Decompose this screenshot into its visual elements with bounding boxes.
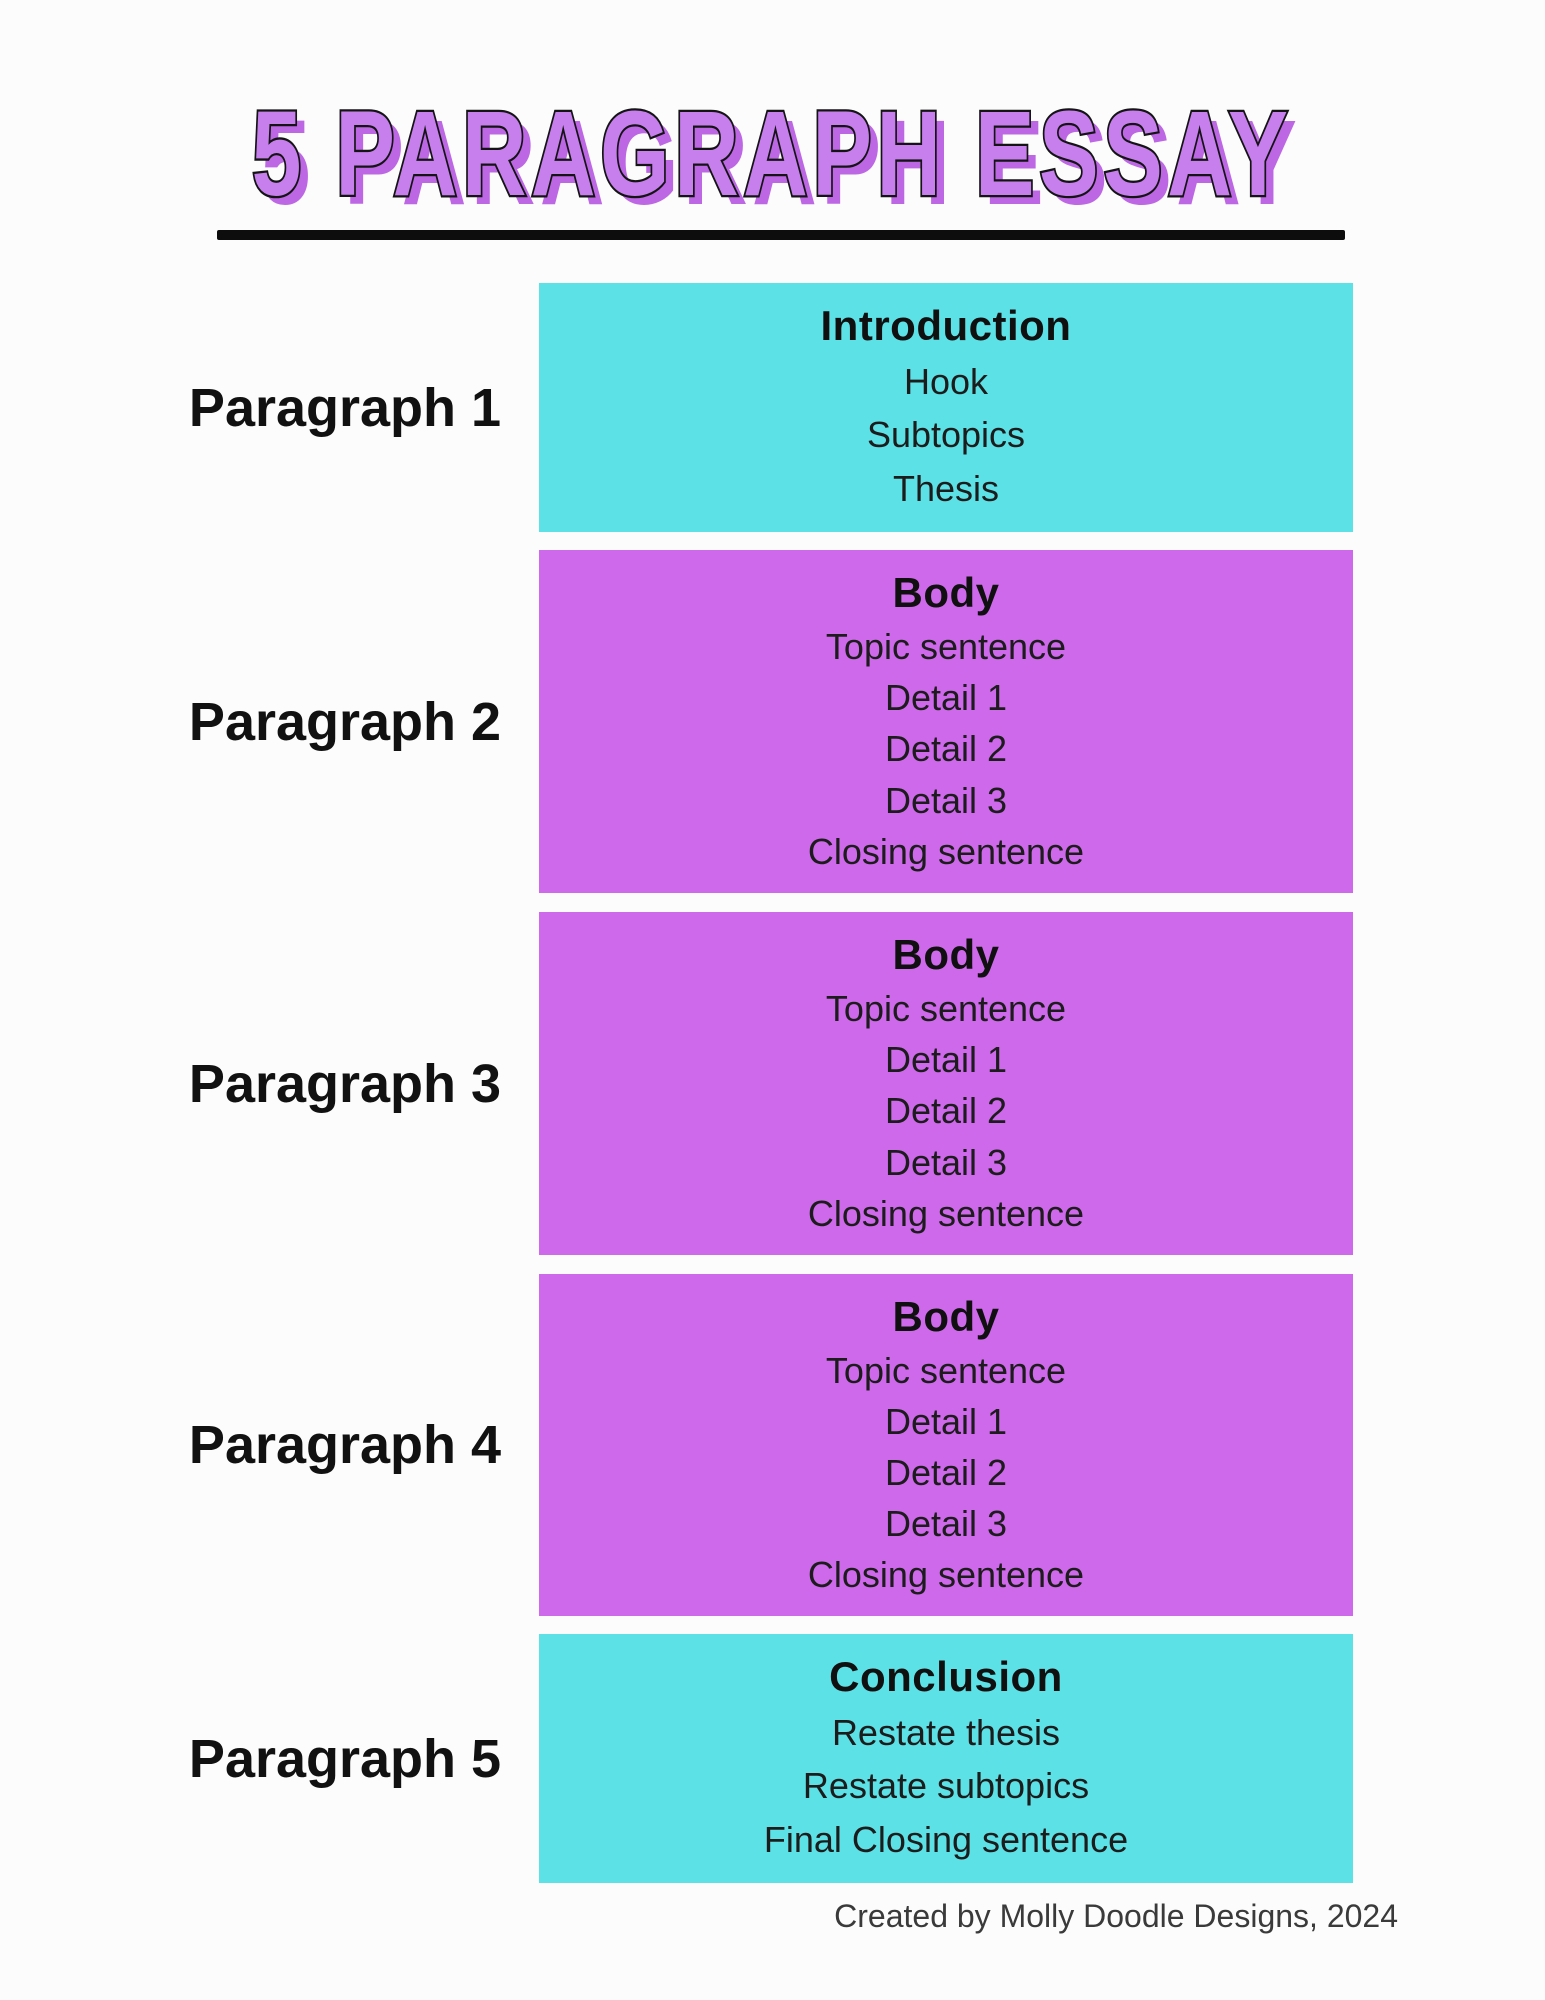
box-item: Restate subtopics [802, 1765, 1090, 1807]
box-title-body-2: Body [892, 931, 1000, 978]
box-item: Topic sentence [825, 1349, 1067, 1391]
box-item: Topic sentence [825, 626, 1067, 668]
box-item: Restate thesis [831, 1712, 1061, 1754]
box-item: Closing sentence [807, 830, 1085, 872]
box-title-conclusion: Conclusion [829, 1653, 1063, 1700]
paragraph-3-label: Paragraph 3 [188, 1053, 502, 1114]
box-item: Closing sentence [807, 1553, 1085, 1595]
box-title-body-3: Body [892, 1293, 1000, 1340]
box-item: Detail 1 [884, 1039, 1008, 1081]
box-item: Detail 2 [884, 1451, 1008, 1493]
paragraph-5-label: Paragraph 5 [188, 1728, 502, 1789]
title-underline [217, 230, 1345, 240]
box-item: Subtopics [866, 414, 1026, 456]
box-item: Detail 2 [884, 1090, 1008, 1132]
box-title-body-1: Body [892, 569, 1000, 616]
paragraph-4-label: Paragraph 4 [188, 1415, 502, 1475]
footer-credit: Created by Molly Doodle Designs, 2024 [834, 1898, 1398, 1934]
page-title: 5 PARAGRAPH ESSAY [252, 86, 1293, 221]
title-art: 5 PARAGRAPH ESSAY 5 PARAGRAPH ESSAY [250, 84, 1302, 225]
box-item: Closing sentence [807, 1192, 1085, 1234]
paragraph-1-label: Paragraph 1 [188, 377, 502, 438]
box-item: Detail 3 [884, 1502, 1008, 1544]
paragraph-2-label: Paragraph 2 [188, 691, 502, 752]
box-item: Hook [903, 361, 989, 403]
box-item: Thesis [892, 467, 1000, 509]
box-item: Detail 1 [884, 677, 1008, 719]
box-title-introduction: Introduction [820, 302, 1072, 349]
box-item: Detail 2 [884, 728, 1008, 770]
box-item: Detail 3 [884, 1141, 1008, 1183]
box-item: Detail 1 [884, 1400, 1008, 1442]
title-shadow-text: 5 PARAGRAPH ESSAY [261, 95, 1302, 225]
box-item: Detail 3 [884, 779, 1008, 821]
box-item: Final Closing sentence [763, 1818, 1129, 1860]
box-item: Topic sentence [825, 988, 1067, 1030]
